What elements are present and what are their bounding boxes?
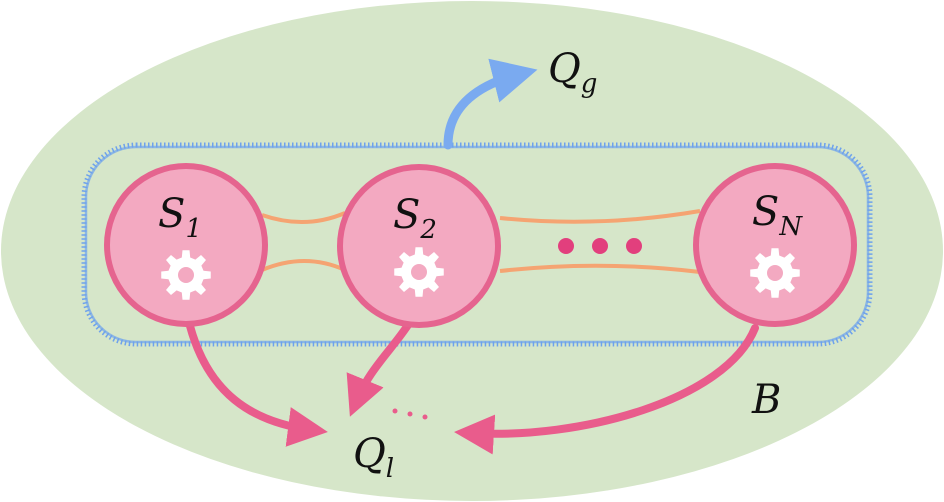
- system-node-sn: SN: [693, 163, 857, 327]
- ellipsis-dot: [558, 238, 574, 254]
- coupling-s2-sn-top: [499, 209, 701, 224]
- ellipsis-dots: [558, 238, 642, 254]
- gear-icon: [161, 250, 211, 300]
- local-heat-arrow-s2: [346, 318, 414, 417]
- global-boundary-inner: [84, 145, 870, 344]
- global-heat-label: Qg: [548, 46, 597, 99]
- small-dot: [422, 414, 428, 420]
- bath-label: B: [751, 377, 781, 423]
- local-heat-dots: [392, 408, 428, 420]
- gear-icon: [394, 247, 444, 297]
- system-label: S1: [158, 191, 202, 244]
- local-heat-arrow-s1: [186, 322, 328, 447]
- system-circle: [104, 163, 268, 327]
- coupling-links: [261, 209, 701, 274]
- global-boundary: [81, 142, 873, 347]
- gear-hole: [411, 264, 427, 280]
- local-heat-arrow-sn: [454, 324, 759, 455]
- gear-icon: [750, 248, 800, 298]
- system-label: SN: [752, 189, 803, 242]
- coupling-s1-s2-top: [261, 211, 346, 224]
- small-dot: [392, 408, 398, 414]
- system-circle: [693, 163, 857, 327]
- system-node-s2: S2: [337, 164, 501, 328]
- system-circle: [337, 164, 501, 328]
- coupling-s2-sn-bottom: [499, 263, 701, 274]
- coupling-s1-s2-bottom: [261, 259, 346, 272]
- system-label: S2: [393, 192, 437, 245]
- system-node-s1: S1: [104, 163, 268, 327]
- small-dot: [407, 411, 413, 417]
- gear-hole: [767, 265, 783, 281]
- global-heat-arrow: [443, 58, 538, 150]
- gear-hole: [178, 267, 194, 283]
- ellipsis-dot: [626, 238, 642, 254]
- local-heat-label: Ql: [353, 431, 394, 484]
- ellipsis-dot: [592, 238, 608, 254]
